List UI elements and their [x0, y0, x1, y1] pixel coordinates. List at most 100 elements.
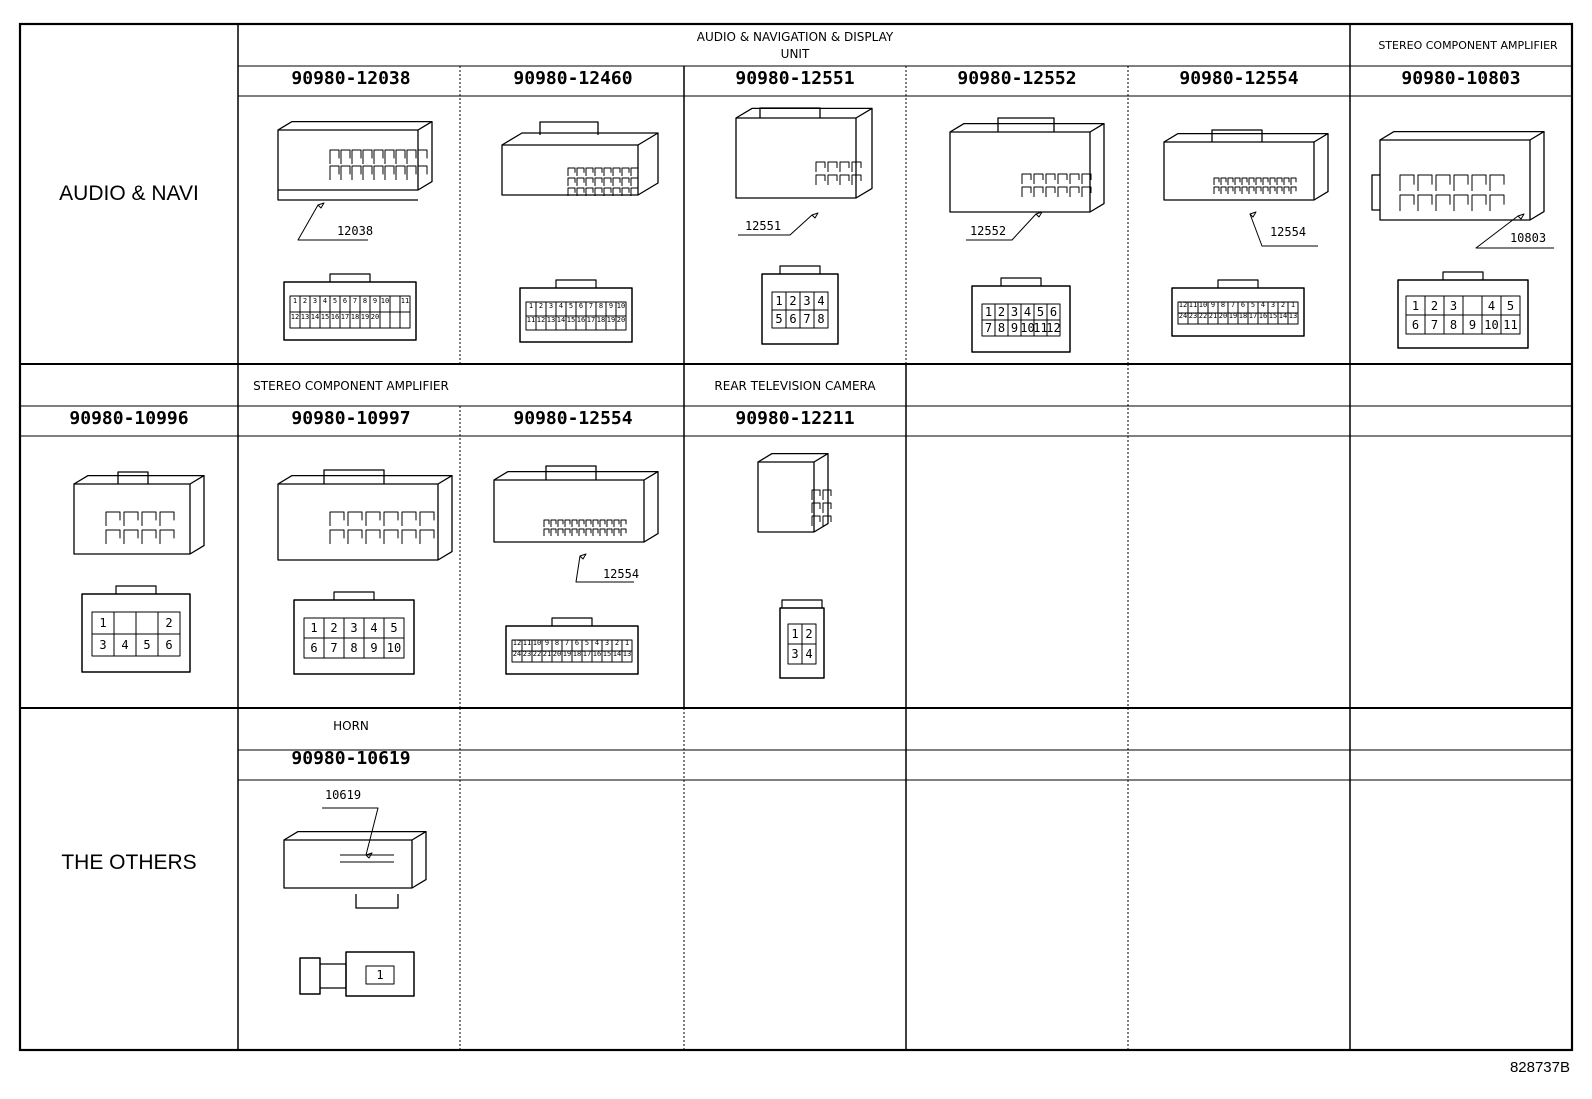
- connector-lock: [115, 585, 157, 594]
- terminal-cavity: [1069, 173, 1080, 184]
- pin-number: 6: [342, 297, 348, 305]
- callout-label: 10619: [324, 788, 362, 802]
- terminal-cavity: [417, 149, 428, 164]
- terminal-cavity: [329, 165, 340, 180]
- pin-number: 7: [984, 321, 993, 335]
- terminal-cavity: [1471, 194, 1487, 211]
- system-name-stereo-component-amplifier: STEREO COMPONENT AMPLIFIER: [1378, 39, 1558, 52]
- pin-number: 6: [310, 641, 318, 655]
- pin-number: 4: [370, 621, 378, 635]
- terminal-cavity: [839, 161, 850, 172]
- connector-12554-body: [545, 465, 597, 480]
- connector-face-outline: [293, 599, 415, 675]
- terminal-cavity: [851, 161, 862, 172]
- pin-number: 14: [1278, 311, 1288, 320]
- pin-number: 21: [542, 649, 552, 658]
- pin-cavity: [113, 611, 137, 635]
- pin-number: 2: [997, 305, 1006, 319]
- terminal-cavity: [383, 529, 399, 544]
- pin-number: 4: [817, 294, 825, 308]
- connector-lock: [779, 265, 821, 274]
- terminal-cavity: [1417, 174, 1433, 191]
- pin-cavity: [1287, 312, 1299, 325]
- pin-number: 8: [350, 641, 358, 655]
- pin-cavity: [365, 965, 395, 985]
- terminal-cavity: [1021, 186, 1032, 197]
- pin-number: 6: [165, 638, 173, 652]
- pin-number: 5: [584, 638, 590, 647]
- pin-number: 5: [568, 302, 574, 310]
- pin-number: 17: [1248, 311, 1258, 320]
- terminal-cavity: [1399, 174, 1415, 191]
- callout-leader: [575, 555, 634, 583]
- callout-label: 12551: [744, 219, 782, 233]
- pin-number: 22: [532, 649, 542, 658]
- pin-number: 23: [522, 649, 532, 658]
- terminal-cavity: [1453, 174, 1469, 191]
- pin-number: 7: [803, 312, 811, 326]
- callout-label: 12038: [336, 224, 374, 238]
- pin-number: 3: [1449, 298, 1458, 313]
- connector-12551-body: [855, 108, 873, 199]
- pin-number: 2: [789, 294, 797, 308]
- pin-number: 1: [624, 638, 630, 647]
- callout-leader: [1475, 215, 1554, 249]
- callout-leader: [297, 204, 368, 241]
- terminal-cavity: [621, 187, 630, 196]
- pin-number: 8: [598, 302, 604, 310]
- pin-number: 3: [312, 297, 318, 305]
- terminal-cavity: [612, 177, 621, 186]
- pin-number: 13: [300, 313, 310, 321]
- connector-10803-body: [1529, 131, 1545, 221]
- pin-number: 8: [1220, 300, 1226, 309]
- terminal-cavity: [1262, 177, 1269, 185]
- pin-number: 21: [1208, 311, 1218, 320]
- row-label-audio-navi: AUDIO & NAVI: [59, 182, 199, 205]
- connector-10619-face: [320, 963, 347, 989]
- connector-lock: [1217, 279, 1259, 288]
- pin-number: 20: [370, 313, 380, 321]
- part-number: 90980-10996: [69, 408, 189, 429]
- pin-number: 11: [522, 638, 532, 647]
- connector-face-outline: [519, 287, 633, 343]
- terminal-cavity: [839, 174, 850, 185]
- terminal-cavity: [419, 511, 435, 526]
- pin-number: 7: [1230, 300, 1236, 309]
- pin-number: 4: [322, 297, 328, 305]
- pin-number: 12: [1178, 300, 1188, 309]
- terminal-cavity: [606, 528, 613, 536]
- pin-number: 2: [1280, 300, 1286, 309]
- connector-12551-body: [735, 107, 873, 119]
- terminal-cavity: [1489, 174, 1505, 191]
- terminal-cavity: [543, 519, 550, 527]
- pin-number: 11: [1503, 317, 1518, 332]
- pin-number: 20: [552, 649, 562, 658]
- pin-number: 2: [805, 627, 813, 641]
- terminal-cavity: [564, 528, 571, 536]
- pin-number: 17: [586, 316, 596, 324]
- terminal-cavity: [557, 528, 564, 536]
- pin-number: 17: [340, 313, 350, 321]
- pin-cavity: [383, 637, 405, 659]
- terminal-cavity: [159, 529, 175, 544]
- pin-cavity: [801, 643, 817, 665]
- terminal-cavity: [347, 511, 363, 526]
- terminal-cavity: [1057, 173, 1068, 184]
- pin-number: 3: [99, 638, 107, 652]
- pin-number: 10: [616, 302, 626, 310]
- pin-number: 13: [622, 649, 632, 658]
- connector-10619-body: [355, 894, 399, 909]
- terminal-cavity: [1435, 194, 1451, 211]
- pin-number: 2: [1430, 298, 1439, 313]
- pin-number: 14: [556, 316, 566, 324]
- pin-number: 22: [1198, 311, 1208, 320]
- part-number: 90980-10803: [1401, 68, 1521, 89]
- pin-number: 10: [532, 638, 542, 647]
- pin-number: 15: [566, 316, 576, 324]
- pin-number: 5: [1036, 305, 1045, 319]
- terminal-cavity: [621, 177, 630, 186]
- terminal-cavity: [585, 528, 592, 536]
- pin-number: 2: [614, 638, 620, 647]
- terminal-cavity: [395, 165, 406, 180]
- connector-12552-body: [997, 117, 1055, 132]
